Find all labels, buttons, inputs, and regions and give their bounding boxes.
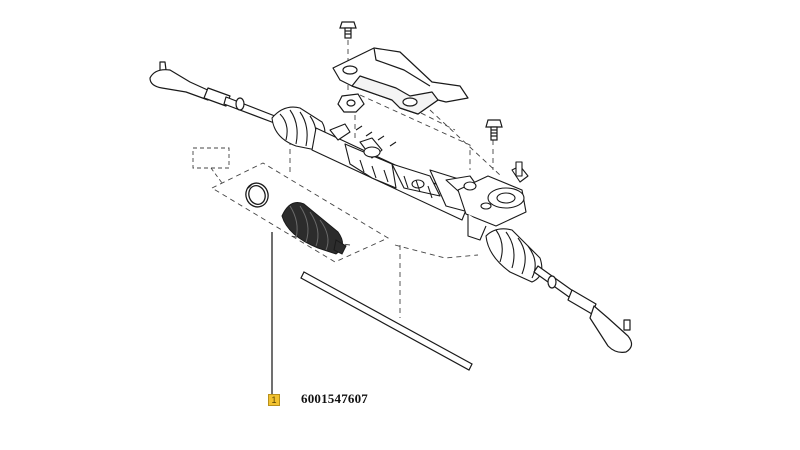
mounting-nut [337,93,365,113]
upper-bolt [339,21,357,39]
placeholder-part-box [192,147,230,169]
part-number-label[interactable]: 6001547607 [301,391,368,406]
mounting-bracket [332,47,469,115]
right-tie-rod [533,265,633,353]
pinion-valve-housing [457,161,529,241]
callout-index-badge: 1 [268,394,280,406]
boot-kit-frame [211,162,389,263]
rack-housing [311,123,481,221]
right-rack-bellows [485,228,543,283]
steering-rack-boot [281,202,347,255]
right-bolt [485,119,503,141]
left-rack-bellows [271,106,326,151]
left-tie-rod [149,61,281,125]
boot-clamp-ring [245,182,269,208]
rack-rod [300,271,473,371]
